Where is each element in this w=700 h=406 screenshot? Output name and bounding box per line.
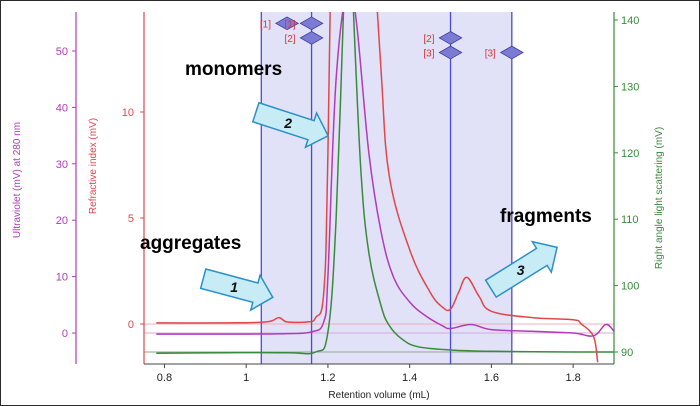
uv-axis-label: Ultraviolet (mV) at 280 nm	[12, 122, 23, 238]
ri-axis-label: Refractive index (mV)	[88, 118, 99, 214]
uv-tick-label: 10	[56, 272, 68, 284]
rals-axis-label: Right angle light scattering (mV)	[654, 127, 665, 269]
x-axis-label: Retention volume (mL)	[328, 390, 429, 401]
uv-tick-label: 40	[56, 102, 68, 114]
arrow-3: 3	[484, 240, 558, 299]
series-line-uv	[156, 12, 614, 337]
x-tick-label: 1.2	[320, 372, 335, 384]
arrow-1-number: 1	[230, 279, 238, 295]
arrow-2-shape	[251, 101, 330, 149]
uv-tick-label: 30	[56, 159, 68, 171]
rals-tick-label: 90	[621, 347, 633, 359]
x-tick-label: 1	[243, 372, 249, 384]
series-line-rals	[156, 12, 614, 355]
marker-label: [3]	[423, 49, 434, 60]
x-tick-label: 1.4	[402, 372, 417, 384]
highlight-region	[261, 12, 512, 364]
marker-diamond	[299, 16, 324, 31]
marker-label: [2]	[284, 34, 295, 45]
marker-label: [1]	[260, 19, 271, 30]
arrow-2-number: 2	[283, 115, 292, 131]
arrow-3-number: 3	[517, 262, 525, 278]
arrow-1: 1	[199, 268, 274, 312]
ri-tick-label: 5	[128, 213, 134, 225]
annotation-aggregates: aggregates	[140, 233, 241, 254]
annotation-fragments: fragments	[500, 206, 592, 227]
marker-diamond	[438, 31, 463, 45]
uv-tick-label: 20	[56, 215, 68, 227]
arrow-2: 2	[251, 101, 330, 149]
rals-tick-label: 100	[621, 281, 639, 293]
uv-tick-label: 0	[62, 328, 68, 340]
annotation-monomers: monomers	[185, 59, 282, 80]
x-tick-label: 1.8	[565, 372, 580, 384]
marker-diamond	[275, 16, 300, 31]
arrow-3-shape	[484, 240, 558, 299]
ri-tick-label: 0	[128, 319, 134, 331]
arrow-1-shape	[199, 268, 274, 312]
rals-tick-label: 140	[621, 15, 639, 27]
rals-tick-label: 110	[621, 214, 639, 226]
series-line-ri	[156, 12, 599, 363]
rals-tick-label: 130	[621, 81, 639, 93]
marker-label: [3]	[485, 49, 496, 60]
x-tick-label: 1.6	[484, 372, 499, 384]
x-tick-label: 0.8	[157, 372, 172, 384]
uv-tick-label: 50	[56, 46, 68, 58]
marker-label: [1]	[284, 19, 295, 30]
marker-diamond	[299, 31, 324, 45]
ri-tick-label: 10	[122, 107, 134, 119]
marker-label: [2]	[423, 34, 434, 45]
marker-diamond	[499, 45, 524, 60]
marker-diamond	[438, 45, 463, 60]
rals-tick-label: 120	[621, 148, 639, 160]
